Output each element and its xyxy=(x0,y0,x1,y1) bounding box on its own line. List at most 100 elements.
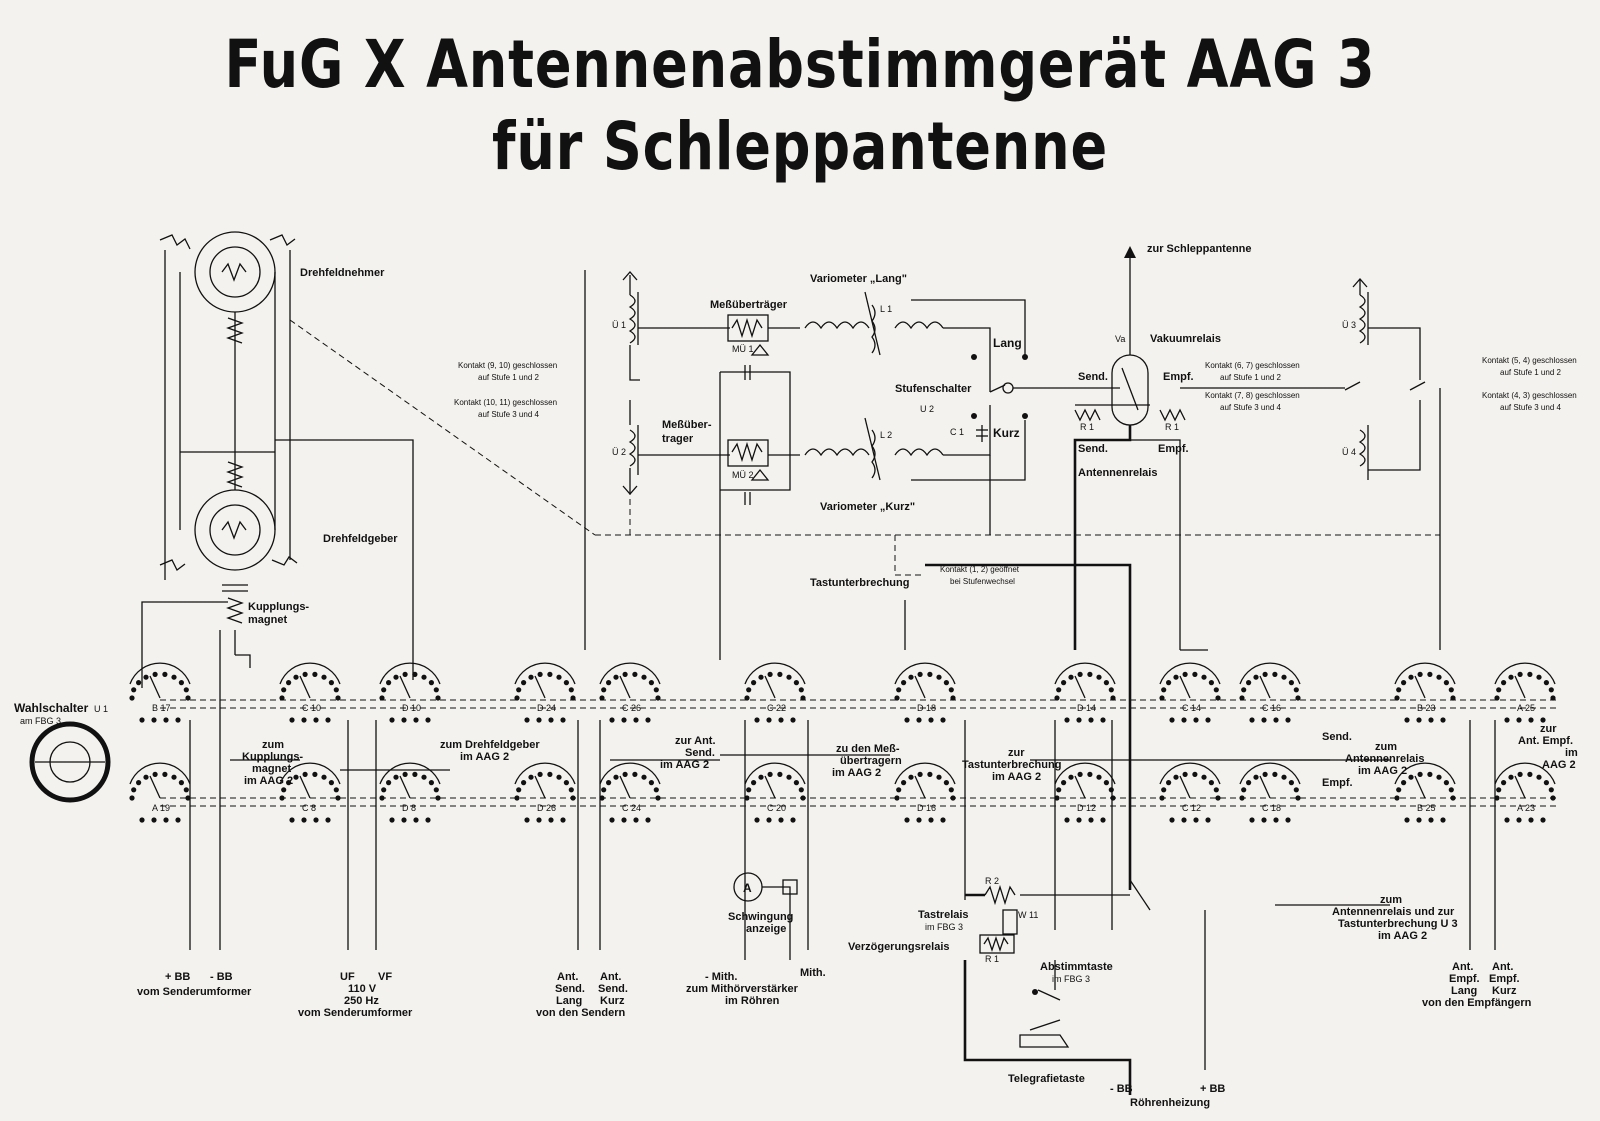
label-r1-left: R 1 xyxy=(1080,422,1094,432)
label-110v: 110 V xyxy=(348,983,377,995)
label-zu-mess-2: übertragern xyxy=(840,755,902,767)
label-zur-ant-empf-1: zur xyxy=(1540,723,1557,735)
switch-label: C 22 xyxy=(767,703,786,713)
label-drehfeldgeber: Drehfeldgeber xyxy=(323,533,398,545)
rotary-switch: A 23 xyxy=(1494,762,1556,823)
label-zur-tast-3: im AAG 2 xyxy=(992,771,1041,783)
label-kontakt-4-3-a: Kontakt (4, 3) geschlossen xyxy=(1482,391,1577,400)
rotary-switch: B 25 xyxy=(1394,762,1456,823)
label-va: Va xyxy=(1115,334,1125,344)
rotary-switch: C 10 xyxy=(279,662,341,723)
switch-label: C 20 xyxy=(767,803,786,813)
label-250hz: 250 Hz xyxy=(344,995,379,1007)
label-kupplungsmagnet-2: magnet xyxy=(248,614,287,626)
rotary-switch: D 8 xyxy=(379,762,441,823)
switch-label: B 17 xyxy=(152,703,171,713)
label-u2-switch: U 2 xyxy=(920,404,934,414)
label-zu-mess-3: im AAG 2 xyxy=(832,767,881,779)
rotary-switch: C 20 xyxy=(744,762,806,823)
label-kontakt-1-2-a: Kontakt (1, 2) geöffnet xyxy=(940,565,1020,574)
label-telegrafietaste: Telegrafietaste xyxy=(1008,1073,1085,1085)
label-uf: UF xyxy=(340,971,355,983)
label-ant-empf-lang-3: Lang xyxy=(1451,985,1477,997)
switch-label: D 24 xyxy=(537,703,556,713)
rotary-switches: B 17A 19C 10C 8D 10D 8D 24D 26C 26C 24C … xyxy=(129,662,1556,823)
label-zur-ant-send-2: Send. xyxy=(685,747,715,759)
rotary-switch: D 10 xyxy=(379,662,441,723)
rotary-switch: D 14 xyxy=(1054,662,1116,723)
label-zum-antrel-1: zum xyxy=(1375,741,1397,753)
label-bb-minus: - BB xyxy=(210,971,233,983)
label-variometer-kurz: Variometer „Kurz" xyxy=(820,501,915,513)
label-vakuumrelais: Vakuumrelais xyxy=(1150,333,1221,345)
diagram-title: FuG X Antennenabstimmgerät AAG 3 xyxy=(224,26,1376,103)
label-zur-schleppantenne: zur Schleppantenne xyxy=(1147,243,1252,255)
label-bb-plus: + BB xyxy=(165,971,190,983)
rotary-switch: C 14 xyxy=(1159,662,1221,723)
rotary-switch: A 25 xyxy=(1494,662,1556,723)
rotary-switch: A 19 xyxy=(129,762,191,823)
label-send-right: Send. xyxy=(1322,731,1352,743)
label-zum-antrel-tast-3: Tastunterbrechung U 3 xyxy=(1338,918,1458,930)
label-kontakt-4-3-b: auf Stufe 3 und 4 xyxy=(1500,403,1561,412)
label-u3: Ü 3 xyxy=(1342,320,1356,330)
label-lang: Lang xyxy=(993,336,1022,350)
switch-label: D 14 xyxy=(1077,703,1096,713)
switch-label: C 14 xyxy=(1182,703,1201,713)
label-kontakt-6-7-a: Kontakt (6, 7) geschlossen xyxy=(1205,361,1300,370)
rotary-switch: C 8 xyxy=(279,762,341,823)
label-kontakt-6-7-b: auf Stufe 1 und 2 xyxy=(1220,373,1281,382)
label-u2: Ü 2 xyxy=(612,447,626,457)
label-variometer-lang: Variometer „Lang" xyxy=(810,273,907,285)
diagram-subtitle: für Schleppantenne xyxy=(491,108,1109,185)
label-zum-drehfeldgeber-2: im AAG 2 xyxy=(460,751,509,763)
label-verzoegerungsrelais: Verzögerungsrelais xyxy=(848,941,950,953)
label-zum-drehfeldgeber-1: zum Drehfeldgeber xyxy=(440,739,540,751)
label-kontakt-10-11-a: Kontakt (10, 11) geschlossen xyxy=(454,398,557,407)
switch-label: D 8 xyxy=(402,803,416,813)
label-zum-antrel-tast-4: im AAG 2 xyxy=(1378,930,1427,942)
label-zum-kupplungsmagnet-1: zum xyxy=(262,739,284,751)
label-zum-kupplungsmagnet-3: magnet xyxy=(252,763,291,775)
label-zur-ant-send-3: im AAG 2 xyxy=(660,759,709,771)
label-ant-send-lang-1: Ant. xyxy=(557,971,578,983)
label-u4: Ü 4 xyxy=(1342,447,1356,457)
switch-label: D 16 xyxy=(917,803,936,813)
label-rh-minus: - BB xyxy=(1110,1083,1133,1095)
label-empf-relay: Empf. xyxy=(1158,443,1189,455)
label-senderumformer-2: vom Senderumformer xyxy=(298,1007,413,1019)
label-mue2: MÜ 2 xyxy=(732,470,754,480)
label-ant-empf-lang-2: Empf. xyxy=(1449,973,1480,985)
rotary-switch: C 12 xyxy=(1159,762,1221,823)
label-kupplungsmagnet-1: Kupplungs- xyxy=(248,601,309,613)
label-send-relay: Send. xyxy=(1078,443,1108,455)
label-messuebertrager-1: Meßüberträger xyxy=(710,299,788,311)
label-send-top: Send. xyxy=(1078,371,1108,383)
label-kontakt-5-4-a: Kontakt (5, 4) geschlossen xyxy=(1482,356,1577,365)
label-mith: - Mith. xyxy=(705,971,737,983)
label-im-roehren: im Röhren xyxy=(725,995,780,1007)
label-zur-ant-empf-3: im xyxy=(1565,747,1578,759)
label-zum-antrel-tast-2: Antennenrelais und zur xyxy=(1332,906,1455,918)
label-zu-mess-1: zu den Meß- xyxy=(836,743,900,755)
label-abstimmtaste-fbg: im FBG 3 xyxy=(1052,974,1090,984)
label-drehfeldnehmer: Drehfeldnehmer xyxy=(300,267,385,279)
tast-line xyxy=(925,563,1132,890)
label-am-fbg3: am FBG 3 xyxy=(20,716,61,726)
label-vf: VF xyxy=(378,971,392,983)
label-zum-kupplungsmagnet-2: Kupplungs- xyxy=(242,751,303,763)
label-messuebertrager-2a: Meßüber- xyxy=(662,419,712,431)
label-mue1: MÜ 1 xyxy=(732,344,754,354)
label-mith-2: Mith. xyxy=(800,967,826,979)
label-zum-kupplungsmagnet-4: im AAG 2 xyxy=(244,775,293,787)
switch-label: A 19 xyxy=(152,803,170,813)
bus-wiring xyxy=(189,270,1496,960)
switch-label: C 26 xyxy=(622,703,641,713)
switch-label: C 16 xyxy=(1262,703,1281,713)
label-von-empf: von den Empfängern xyxy=(1422,997,1532,1009)
wahlschalter-dial xyxy=(29,721,111,803)
label-antennenrelais: Antennenrelais xyxy=(1078,467,1157,479)
label-tastunterbrechung: Tastunterbrechung xyxy=(810,577,909,589)
label-ant-empf-kurz-1: Ant. xyxy=(1492,961,1513,973)
label-ant-send-kurz-1: Ant. xyxy=(600,971,621,983)
